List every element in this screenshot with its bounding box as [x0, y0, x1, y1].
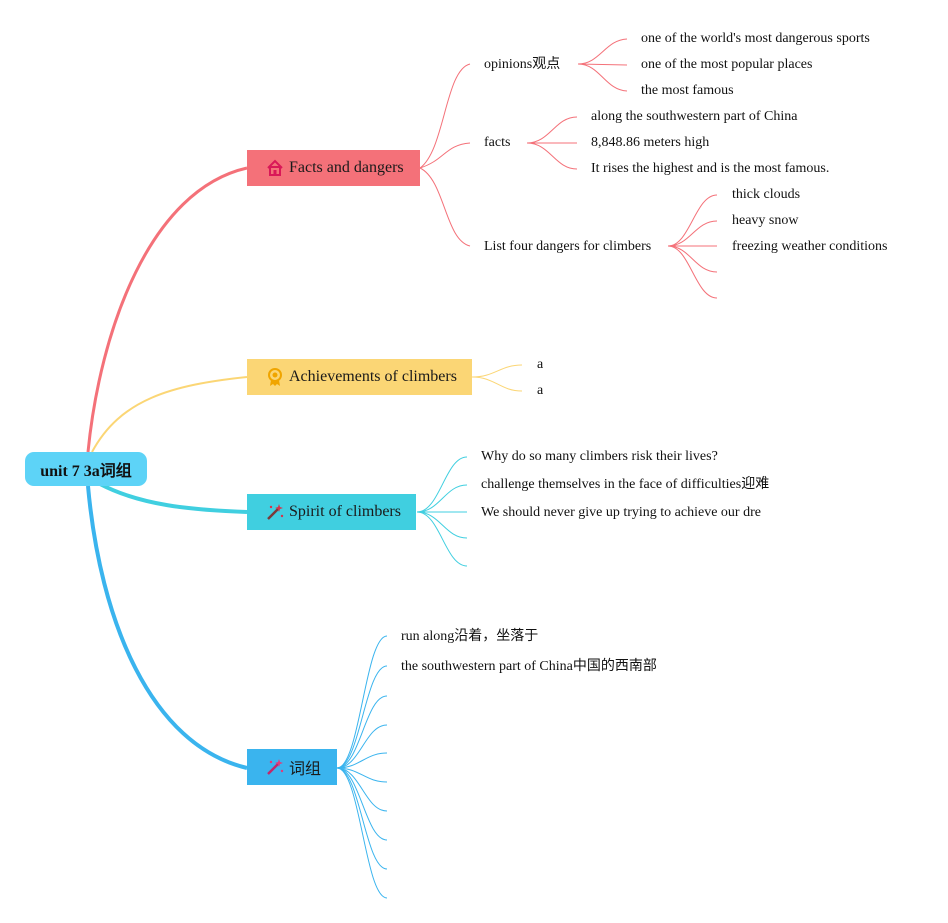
list-item[interactable]: heavy snow: [732, 213, 799, 228]
list-item[interactable]: a: [537, 383, 544, 398]
list-item[interactable]: 8,848.86 meters high: [591, 135, 710, 150]
link-spirit-4: [416, 511, 468, 539]
subtopic-facts[interactable]: facts: [484, 135, 511, 150]
branch-label: Spirit of climbers: [289, 503, 401, 520]
link-root-achievements: [91, 376, 248, 453]
house-icon: [265, 158, 285, 178]
link-spirit-1: [416, 456, 468, 513]
magic-wand-icon: [265, 757, 285, 777]
link-root-phrases: [86, 485, 248, 770]
link-phrases-1: [336, 635, 388, 769]
link-phrases-7: [336, 767, 388, 812]
list-item[interactable]: We should never give up trying to achiev…: [481, 505, 761, 520]
link-phrases-5: [336, 752, 388, 769]
link-phrases-3: [336, 695, 388, 769]
branch-achievements-of-climbers[interactable]: Achievements of climbers: [247, 359, 472, 395]
list-item[interactable]: along the southwestern part of China: [591, 109, 798, 124]
link-dangers-4: [667, 245, 718, 273]
branch-facts-and-dangers[interactable]: Facts and dangers: [247, 150, 420, 186]
list-item[interactable]: thick clouds: [732, 187, 801, 202]
link-facts-dangers: [419, 167, 471, 247]
medal-icon: [265, 367, 285, 387]
link-root-facts: [86, 166, 248, 453]
list-item[interactable]: challenge themselves in the face of diff…: [481, 477, 770, 492]
link-dangers-2: [667, 220, 718, 247]
link-spirit-5: [416, 511, 468, 567]
link-phrases-8: [336, 767, 388, 841]
link-opinions-1: [577, 38, 628, 65]
list-item[interactable]: It rises the highest and is the most fam…: [591, 161, 830, 176]
link-phrases-9: [336, 767, 388, 870]
link-dangers-1: [667, 194, 718, 247]
list-item[interactable]: one of the most popular places: [641, 57, 813, 72]
list-item[interactable]: run along沿着，坐落于: [401, 629, 539, 644]
link-facts-facts: [419, 142, 471, 169]
branch-phrases[interactable]: 词组: [247, 749, 337, 785]
link-ach-2: [471, 376, 523, 392]
root-topic-label: unit 7 3a词组: [40, 463, 132, 480]
link-dangers-5: [667, 245, 718, 299]
link-root-spirit: [99, 482, 248, 514]
link-spirit-2: [416, 484, 468, 513]
list-item[interactable]: freezing weather conditions: [732, 239, 888, 254]
link-ach-1: [471, 364, 523, 378]
list-item[interactable]: a: [537, 357, 544, 372]
list-item[interactable]: one of the world's most dangerous sports: [641, 31, 870, 46]
link-facts-1: [526, 116, 578, 144]
link-phrases-10: [336, 767, 388, 899]
list-item[interactable]: the southwestern part of China中国的西南部: [401, 659, 657, 674]
magic-wand-icon: [265, 502, 285, 522]
subtopic-opinions[interactable]: opinions观点: [484, 57, 561, 72]
branch-label: 词组: [289, 761, 322, 778]
list-item[interactable]: the most famous: [641, 83, 734, 98]
list-item[interactable]: Why do so many climbers risk their lives…: [481, 449, 718, 464]
root-topic[interactable]: unit 7 3a词组: [25, 452, 147, 486]
branch-label: Achievements of climbers: [289, 368, 457, 385]
branch-spirit-of-climbers[interactable]: Spirit of climbers: [247, 494, 416, 530]
subtopic-dangers[interactable]: List four dangers for climbers: [484, 239, 652, 254]
link-opinions-2: [577, 63, 628, 66]
link-opinions-3: [577, 63, 628, 92]
link-facts-3: [526, 142, 578, 170]
link-facts-opinions: [419, 63, 471, 169]
link-phrases-2: [336, 665, 388, 769]
branch-label: Facts and dangers: [289, 159, 404, 176]
link-phrases-4: [336, 724, 388, 769]
